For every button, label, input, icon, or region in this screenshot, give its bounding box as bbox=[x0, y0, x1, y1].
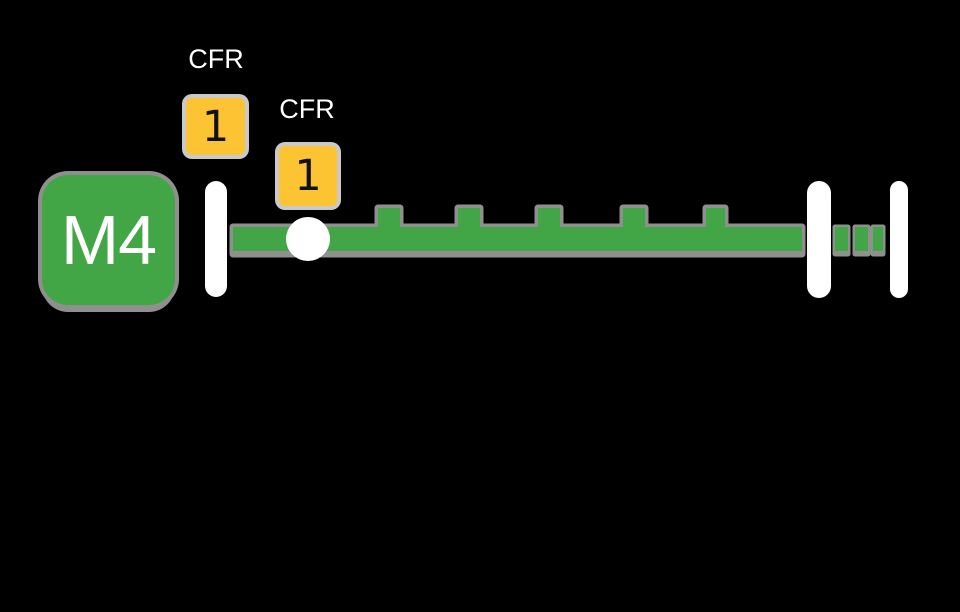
interchange-station-circle bbox=[286, 217, 330, 261]
route-line-icon bbox=[229, 204, 886, 255]
cfr-label-right: CFR bbox=[279, 94, 335, 124]
dashed-segment-dash-icon bbox=[832, 224, 851, 254]
line-with-station-ticks-icon bbox=[229, 204, 806, 255]
dashed-segment-dash-icon bbox=[852, 224, 871, 254]
line-badge-m4: M4 bbox=[42, 175, 175, 305]
cfr-unit-badge-right: 1 bbox=[279, 146, 337, 206]
terminal-station-bar-left bbox=[205, 181, 227, 297]
cfr-unit-badge-left: 1 bbox=[186, 98, 245, 155]
dashed-segment-dash-icon bbox=[870, 224, 886, 254]
cfr-label-left: CFR bbox=[188, 44, 244, 74]
station-bar-mid-right bbox=[807, 181, 831, 298]
terminal-station-bar-right bbox=[890, 181, 908, 298]
